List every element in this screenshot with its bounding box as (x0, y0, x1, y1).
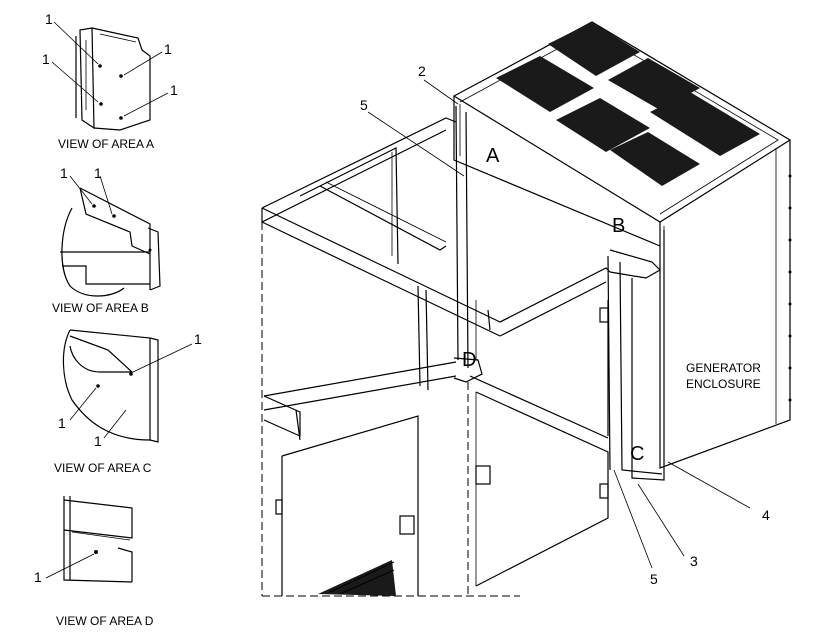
detail-view-a: 1 1 1 1 VIEW OF AREA A (42, 11, 178, 151)
area-label-d: D (462, 349, 476, 371)
callout-1: 1 (42, 51, 50, 67)
callout-1: 1 (58, 415, 66, 431)
area-label-c: C (630, 443, 644, 465)
view-caption-d: VIEW OF AREA D (56, 614, 154, 628)
callout-5: 5 (360, 97, 368, 113)
callout-1: 1 (194, 331, 202, 347)
callout-1: 1 (60, 165, 68, 181)
area-label-a: A (486, 145, 500, 167)
callout-2: 2 (418, 63, 426, 79)
callout-5: 5 (650, 571, 658, 587)
detail-view-d: 1 VIEW OF AREA D (34, 496, 154, 628)
detail-view-b: 1 1 VIEW OF AREA B (52, 165, 161, 315)
callout-1: 1 (34, 569, 42, 585)
view-caption-c: VIEW OF AREA C (54, 461, 152, 475)
area-label-b: B (612, 215, 625, 237)
callout-1: 1 (170, 82, 178, 98)
callout-3: 3 (690, 553, 698, 569)
enclosure-label-line2: ENCLOSURE (686, 377, 761, 391)
callout-1: 1 (45, 11, 53, 27)
view-caption-a: VIEW OF AREA A (58, 137, 154, 151)
callout-1: 1 (94, 433, 102, 449)
callout-4: 4 (762, 507, 770, 523)
enclosure-label-line1: GENERATOR (686, 361, 761, 375)
view-caption-b: VIEW OF AREA B (52, 301, 149, 315)
callout-1: 1 (164, 41, 172, 57)
detail-view-c: 1 1 1 VIEW OF AREA C (54, 329, 202, 475)
callout-1: 1 (94, 165, 102, 181)
generator-enclosure-drawing: A B C D GENERATOR ENCLOSURE 2 5 4 3 5 (261, 21, 792, 597)
